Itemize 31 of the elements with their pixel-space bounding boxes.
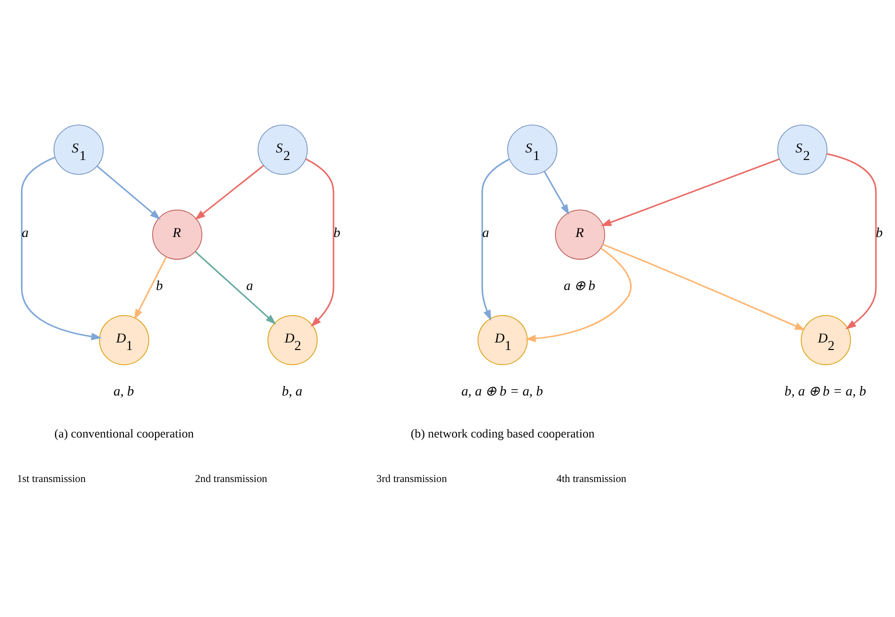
- edge-label: b: [334, 224, 340, 240]
- arrow: [20, 156, 102, 340]
- node-label: a ⊕ b: [564, 277, 596, 292]
- node-label: b, a: [282, 382, 302, 398]
- arrow: [602, 243, 806, 330]
- node-label: a, b: [114, 382, 134, 398]
- arrow: [96, 165, 161, 220]
- legend-label: 2nd transmission: [194, 474, 268, 485]
- node-circle: R: [152, 209, 202, 260]
- edge-label: a: [22, 224, 29, 240]
- legend-label: 1st transmission: [16, 474, 86, 485]
- legend-label: 4th transmission: [556, 474, 626, 485]
- arrow: [544, 170, 570, 215]
- node-label: a, a ⊕ b = a, b: [461, 382, 543, 398]
- node-label: b, a ⊕ b = a, b: [784, 382, 866, 398]
- edge-label: a: [482, 224, 490, 240]
- arrow: [194, 164, 264, 220]
- edge-label: a: [246, 277, 254, 292]
- label: (b) network coding based cooperation: [410, 426, 595, 440]
- node-circle: R: [555, 209, 606, 260]
- arrow: [600, 158, 780, 226]
- arrow: [305, 158, 334, 326]
- arrow: [194, 250, 276, 324]
- arrow: [134, 256, 167, 320]
- arrow: [481, 158, 510, 320]
- legend-label: 3rd transmission: [376, 474, 447, 485]
- arrow: [826, 152, 877, 329]
- edge-label: b: [156, 277, 163, 292]
- edge-label: b: [876, 224, 883, 240]
- label: (a) conventional cooperation: [54, 426, 194, 440]
- arrow: [525, 247, 632, 342]
